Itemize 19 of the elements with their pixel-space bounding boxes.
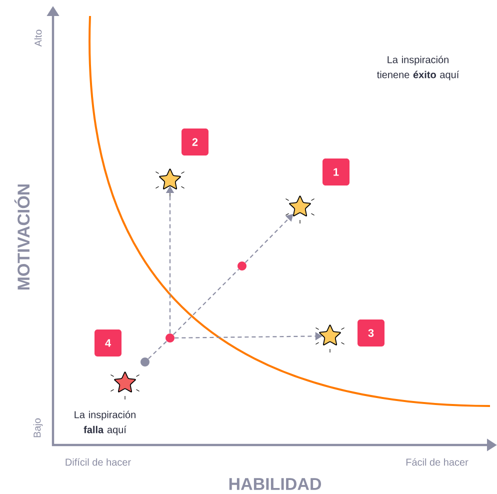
number-badge: 1 — [322, 158, 350, 186]
annotation-text: La inspiración falla aquí — [74, 410, 136, 436]
axis-tick-label: Fácil de hacer — [406, 458, 468, 466]
axis-title: MOTIVACIÓN — [14, 184, 30, 290]
dot — [238, 262, 246, 270]
number-badge: 4 — [94, 330, 122, 356]
star-icon — [315, 324, 345, 353]
dot — [166, 334, 174, 342]
star-icon — [285, 196, 315, 224]
axis-tick-label: Difícil de hacer — [66, 458, 131, 466]
dot — [140, 358, 150, 366]
number-badge: 2 — [182, 128, 208, 156]
star-icon — [110, 372, 140, 400]
axis-tick-label: Alto — [34, 30, 42, 47]
annotation-text: La inspiración tienene éxito aquí — [377, 56, 460, 80]
number-badge: 3 — [358, 320, 384, 346]
axis-tick-label: Bajo — [33, 418, 43, 438]
star-icon — [155, 168, 185, 197]
axis-title: HABILIDAD — [229, 478, 322, 490]
